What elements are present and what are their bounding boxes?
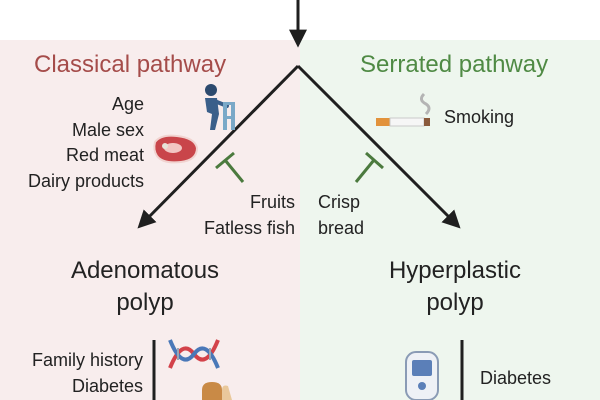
classical-protective-list: Fruits Fatless fish bbox=[204, 189, 295, 241]
classical-risk-list: Age Male sex Red meat Dairy products bbox=[28, 92, 144, 194]
serrated-next-risk-diabetes: Diabetes bbox=[480, 368, 552, 388]
dna-icon bbox=[168, 339, 220, 369]
classical-next-risks: Family history Diabetes bbox=[32, 348, 143, 399]
serrated-title: Serrated pathway bbox=[360, 51, 549, 78]
elderly-walker-icon bbox=[205, 84, 235, 130]
serrated-arrow bbox=[296, 64, 461, 229]
next-risk-diabetes: Diabetes bbox=[71, 375, 143, 396]
hyperplastic-line1: Hyperplastic bbox=[388, 257, 522, 284]
risk-dairy: Dairy products bbox=[27, 170, 144, 191]
risk-male-sex: Male sex bbox=[71, 119, 144, 140]
protective-bread: bread bbox=[318, 218, 365, 238]
next-risk-family: Family history bbox=[31, 350, 143, 370]
serrated-inhibitor bbox=[354, 151, 384, 183]
classical-arrow bbox=[137, 64, 300, 229]
cigarette-icon bbox=[376, 92, 431, 127]
classical-inhibitor bbox=[215, 151, 245, 183]
hyperplastic-polyp-label: Hyperplastic polyp bbox=[350, 255, 560, 319]
bread-icon bbox=[202, 382, 232, 400]
protective-fish: Fatless fish bbox=[203, 218, 295, 238]
classical-title: Classical pathway bbox=[34, 51, 227, 78]
protective-fruits: Fruits bbox=[250, 192, 295, 212]
risk-age: Age bbox=[111, 94, 144, 114]
adenomatous-polyp-label: Adenomatous polyp bbox=[40, 255, 250, 319]
red-meat-icon bbox=[153, 134, 199, 164]
risk-red-meat: Red meat bbox=[65, 145, 144, 165]
adenomatous-line1: Adenomatous bbox=[70, 257, 220, 284]
risk-smoking: Smoking bbox=[444, 107, 515, 127]
adenomatous-line2: polyp bbox=[116, 289, 174, 316]
glucose-meter-icon bbox=[405, 351, 439, 400]
hyperplastic-line2: polyp bbox=[426, 289, 484, 316]
protective-crisp: Crisp bbox=[318, 192, 361, 212]
serrated-protective-list: Crisp bread bbox=[318, 189, 364, 241]
